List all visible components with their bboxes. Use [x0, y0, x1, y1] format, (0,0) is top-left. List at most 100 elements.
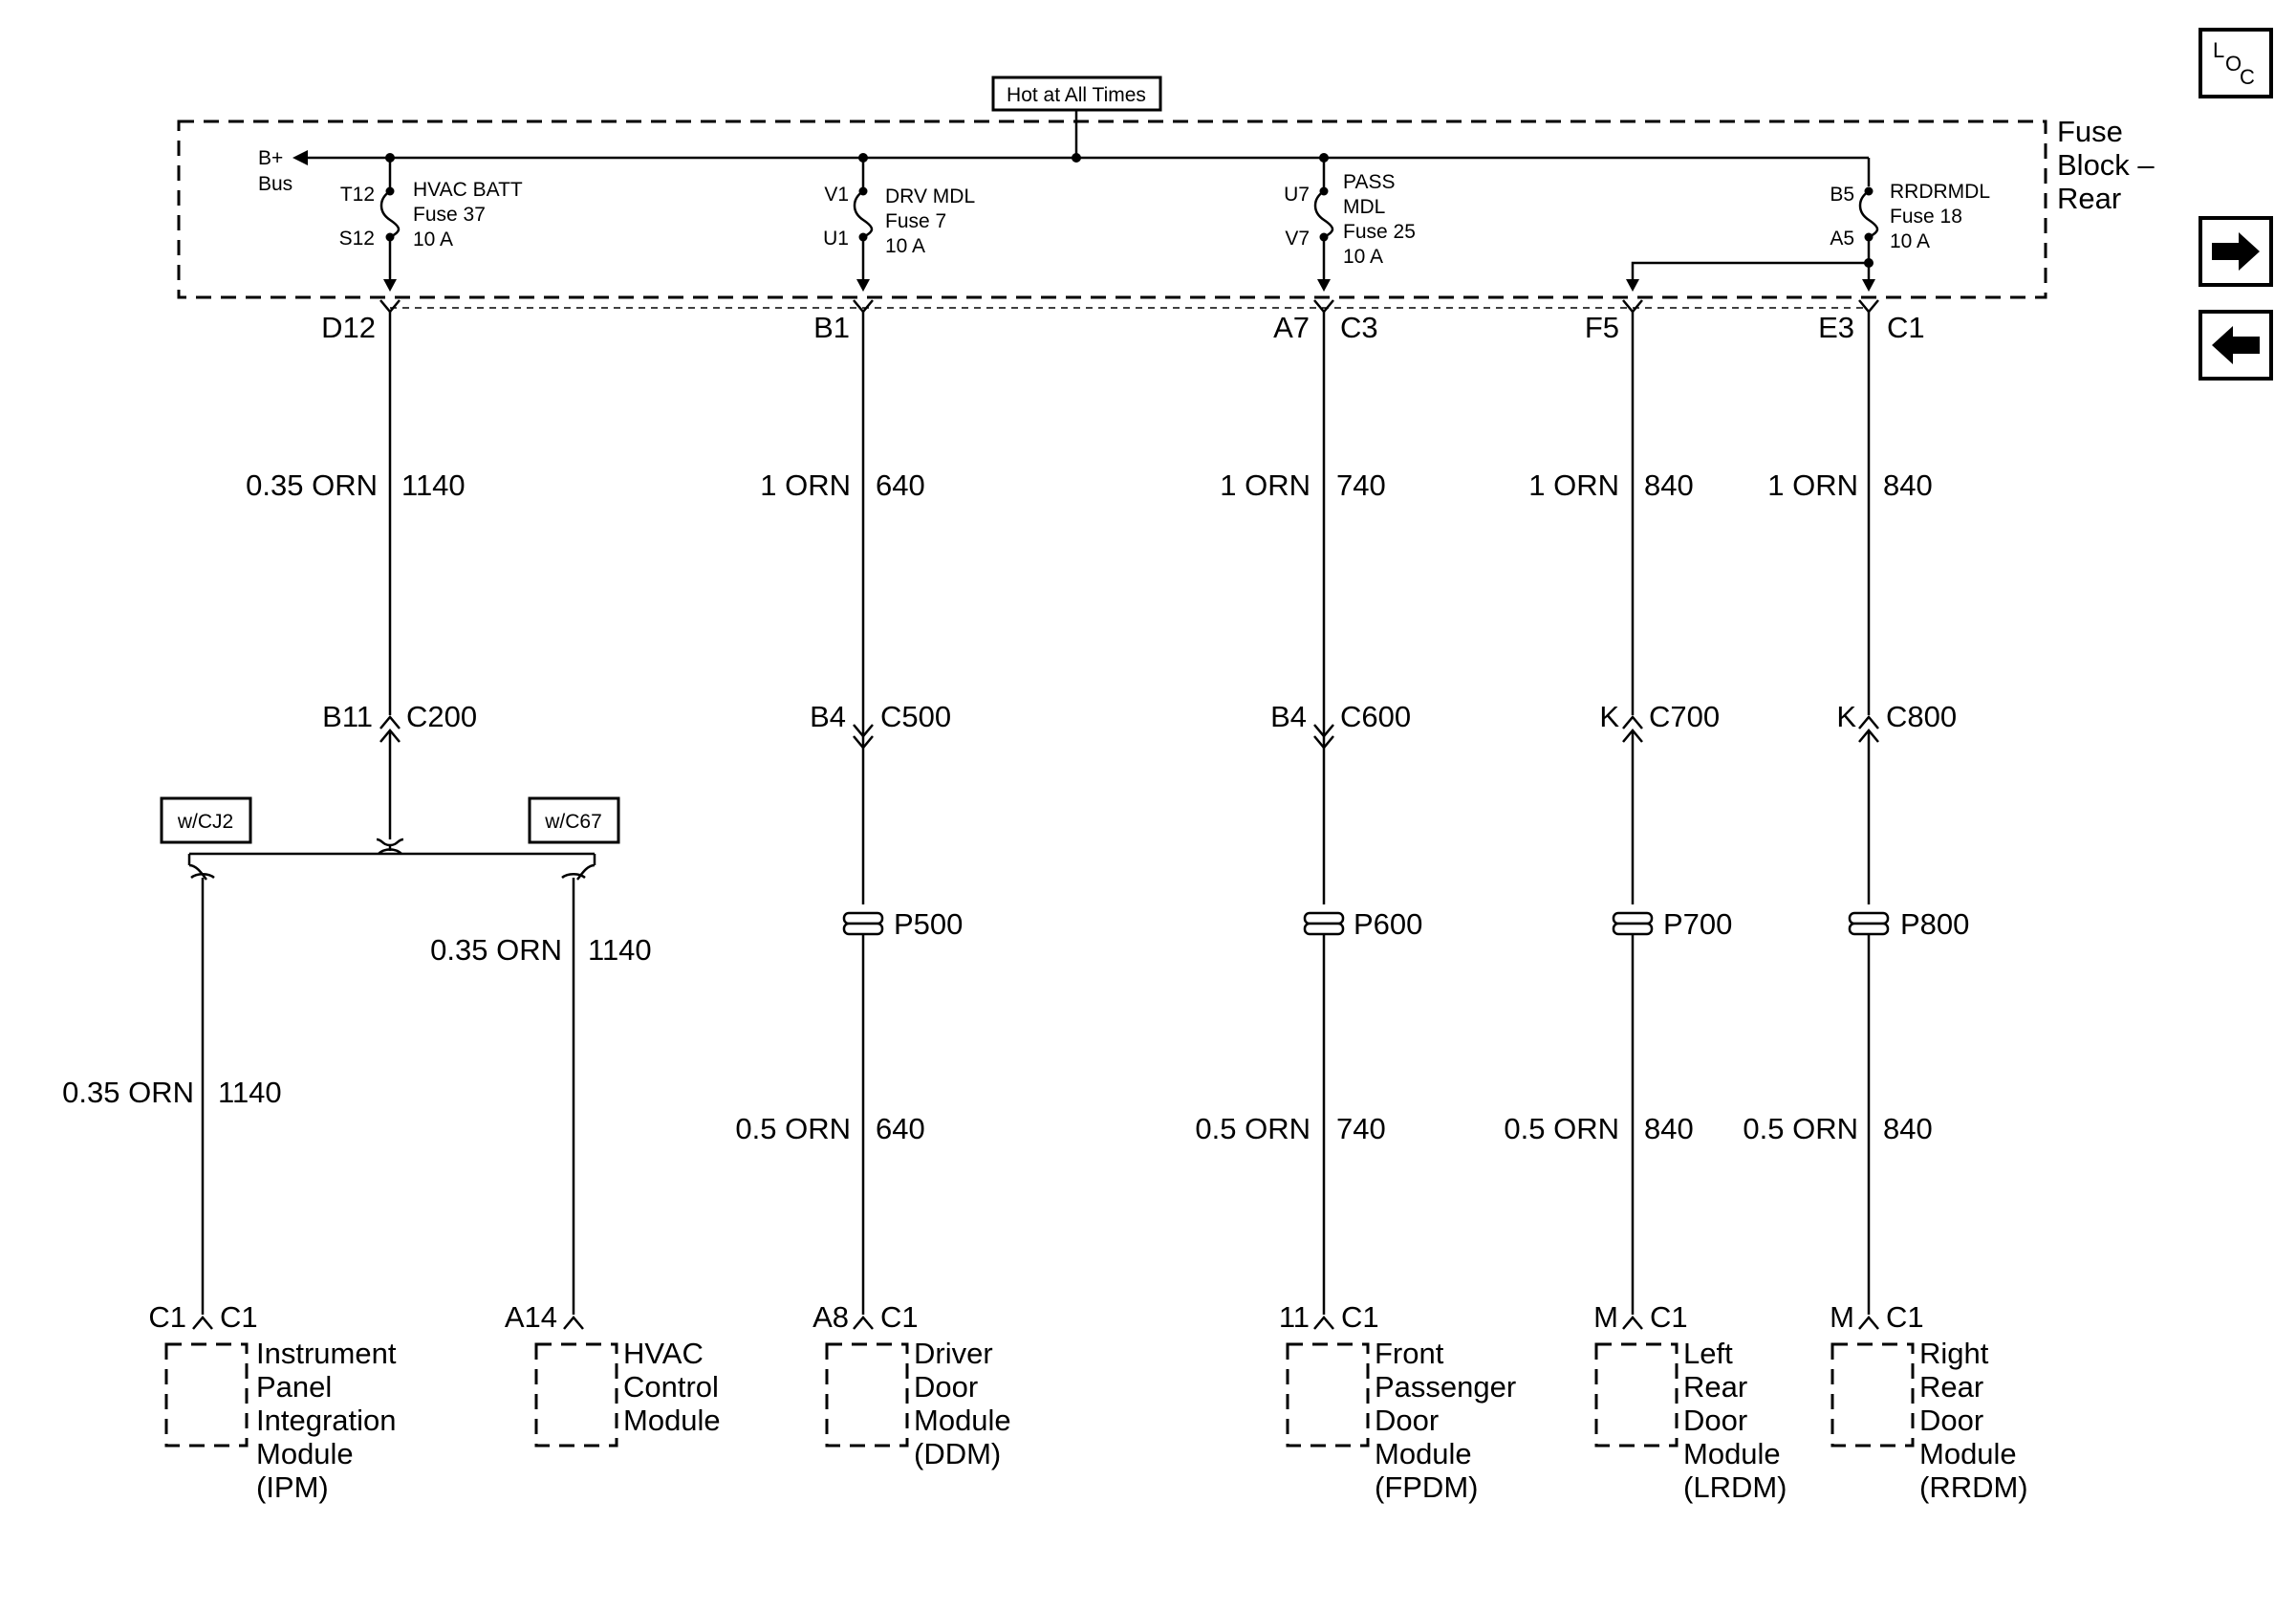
circuit-740: A7 C3 1 ORN 740 B4 C600 P600 0.5 ORN 740 [1195, 299, 1422, 1315]
rrdm-name-5: (RRDM) [1919, 1470, 2028, 1504]
pin-d12: D12 [321, 311, 376, 344]
fuse-block-label-3: Rear [2057, 182, 2121, 215]
wire-1140-circuit: 1140 [401, 468, 466, 502]
fpdm-name-1: Front [1375, 1337, 1444, 1370]
fuse-hvac-top-pin: T12 [340, 184, 375, 206]
fuse-pass-name-3: Fuse 25 [1343, 221, 1416, 243]
hvac-name-3: Module [623, 1404, 721, 1437]
ipm-pin: C1 [148, 1300, 186, 1334]
loc-letter-o: O [2225, 52, 2242, 76]
ipm-name-5: (IPM) [256, 1470, 329, 1504]
splice-p700: P700 [1663, 907, 1732, 941]
wire-840r-size: 1 ORN [1767, 468, 1858, 502]
circuit-640: B1 1 ORN 640 B4 C500 P500 0.5 ORN 640 [735, 299, 963, 1315]
wire-640-lower-size: 0.5 ORN [735, 1112, 851, 1145]
lrdm-name-4: Module [1683, 1437, 1781, 1470]
hvac-mod-pin: A14 [505, 1300, 557, 1334]
hvac-out-arrow-icon [383, 279, 397, 292]
bus-label-1: B+ [258, 147, 283, 169]
pass-out-arrow-icon [1317, 279, 1331, 292]
fuse-hvac-name-1: HVAC BATT [413, 179, 523, 201]
fuse-hvac-bot-pin: S12 [339, 228, 375, 250]
previous-page-button[interactable] [2199, 310, 2273, 381]
wire-740-lower-size: 0.5 ORN [1195, 1112, 1310, 1145]
fuse-drv-name-1: DRV MDL [885, 185, 975, 207]
wire-840l-lower-size: 0.5 ORN [1504, 1112, 1619, 1145]
pin-e3: E3 [1818, 311, 1854, 344]
wire-840r-lower-size: 0.5 ORN [1743, 1112, 1858, 1145]
pin-b4-c600: B4 [1270, 700, 1307, 733]
rrdm-name-1: Right [1919, 1337, 1989, 1370]
conn-c800: C800 [1886, 700, 1957, 733]
lrdm-name-1: Left [1683, 1337, 1733, 1370]
fuse-drv-name-3: 10 A [885, 235, 925, 257]
rrdr-out-arrow-icon [1862, 279, 1875, 292]
option-cj2: w/CJ2 [177, 811, 233, 833]
option-c67: w/C67 [544, 811, 602, 833]
lrdm-name-3: Door [1683, 1404, 1747, 1437]
rrdm-pin: M [1830, 1300, 1854, 1334]
wire-840r-lower-circuit: 840 [1883, 1112, 1933, 1145]
fuse-hvac-name-2: Fuse 37 [413, 204, 486, 226]
wire-hvac-circuit: 1140 [588, 933, 652, 967]
ddm-name-1: Driver [914, 1337, 993, 1370]
next-page-button[interactable] [2199, 216, 2273, 287]
wire-ipm-circuit: 1140 [218, 1076, 282, 1109]
splice-p600: P600 [1354, 907, 1422, 941]
arrow-right-icon [2212, 232, 2260, 271]
hvac-name-2: Control [623, 1370, 719, 1404]
lrdm-name-5: (LRDM) [1683, 1470, 1787, 1504]
lrdm-pin: M [1593, 1300, 1618, 1334]
conn-c600: C600 [1340, 700, 1411, 733]
ipm-name-3: Integration [256, 1404, 397, 1437]
module-ipm: C1 C1 Instrument Panel Integration Modul… [148, 1300, 396, 1504]
ddm-name-2: Door [914, 1370, 978, 1404]
conn-c1-block: C1 [1887, 311, 1925, 344]
splice-p800: P800 [1900, 907, 1969, 941]
loc-letter-l: L [2213, 38, 2224, 62]
conn-c200: C200 [406, 700, 477, 733]
pin-a7: A7 [1273, 311, 1310, 344]
ipm-name-4: Module [256, 1437, 354, 1470]
rrdm-name-2: Rear [1919, 1370, 1983, 1404]
rrdm-name-4: Module [1919, 1437, 2017, 1470]
ddm-name-3: Module [914, 1404, 1011, 1437]
fuse-block-label-2: Block – [2057, 148, 2155, 182]
fuse-pass-mdl: U7 V7 PASS MDL Fuse 25 10 A [1284, 153, 1416, 287]
bus-arrow-icon [292, 150, 308, 165]
wire-740-size: 1 ORN [1220, 468, 1310, 502]
conn-c500: C500 [880, 700, 951, 733]
wire-640-size: 1 ORN [760, 468, 851, 502]
lrdm-branch-arrow-icon [1626, 279, 1639, 292]
fuse-hvac-batt: T12 S12 HVAC BATT Fuse 37 10 A [339, 153, 523, 287]
fuse-block-label-1: Fuse [2057, 115, 2123, 148]
drv-out-arrow-icon [856, 279, 870, 292]
ipm-name-1: Instrument [256, 1337, 397, 1370]
fuse-pass-bot-pin: V7 [1285, 228, 1310, 250]
fuse-pass-top-pin: U7 [1284, 184, 1310, 206]
fuse-pass-name-2: MDL [1343, 196, 1385, 218]
fuse-rrdr-top-pin: B5 [1830, 184, 1854, 206]
fuse-rrdrmdl: B5 A5 RRDRMDL Fuse 18 10 A [1830, 181, 1990, 287]
rrdm-conn: C1 [1886, 1300, 1924, 1334]
option-cj2-box [160, 796, 252, 844]
wire-hvac-size: 0.35 ORN [430, 933, 562, 967]
fpdm-name-4: Module [1375, 1437, 1472, 1470]
circuit-840-left: F5 1 ORN 840 K C700 P700 0.5 ORN 840 [1504, 299, 1732, 1315]
pin-f5: F5 [1585, 311, 1619, 344]
fuse-rrdr-name-1: RRDRMDL [1890, 181, 1990, 203]
fuse-block-outline [177, 120, 2047, 299]
fpdm-name-3: Door [1375, 1404, 1439, 1437]
module-fpdm: 11 C1 Front Passenger Door Module (FPDM) [1279, 1300, 1516, 1504]
location-button[interactable]: L O C [2199, 28, 2273, 98]
lrdm-branch-wire [1631, 261, 1869, 287]
circuit-1140: D12 0.35 ORN 1140 B11 C200 [246, 299, 477, 839]
wire-640-circuit: 640 [876, 468, 925, 502]
pin-b4-c500: B4 [810, 700, 846, 733]
fuse-drv-mdl: V1 U1 DRV MDL Fuse 7 10 A [823, 153, 975, 287]
circuit-840-right: E3 C1 1 ORN 840 K C800 P800 0.5 ORN 840 [1743, 299, 1969, 1315]
ddm-conn: C1 [880, 1300, 919, 1334]
ipm-name-2: Panel [256, 1370, 332, 1404]
wire-840l-lower-circuit: 840 [1644, 1112, 1694, 1145]
